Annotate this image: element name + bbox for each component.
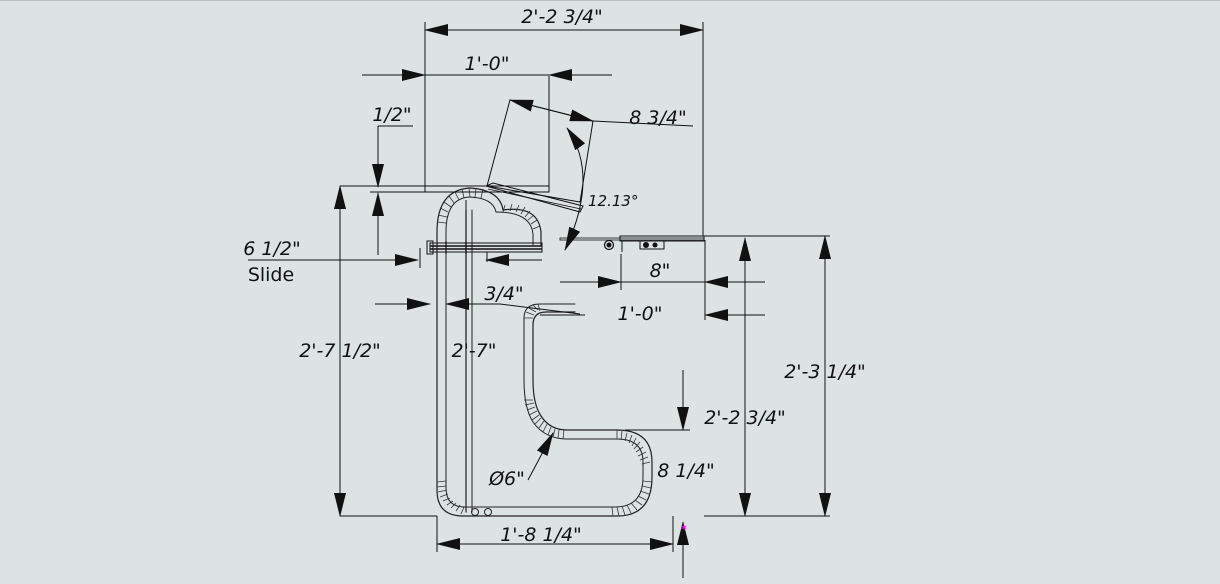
- label-overall-height: 2'-7 1/2": [299, 340, 381, 362]
- dim-diameter-leader: [527, 432, 554, 481]
- side-arm-tube-2: [559, 237, 705, 241]
- slide-rail-body: [429, 242, 543, 253]
- label-tube-diameter: Ø6": [488, 468, 525, 490]
- label-base-width: 1'-8 1/4": [500, 524, 582, 546]
- hatch-top-loop: [436, 187, 484, 224]
- hatch-bottom-right: [611, 480, 653, 517]
- dim-tilted-back-leader: [592, 120, 694, 127]
- slide-rail: [426, 240, 543, 255]
- side-arm-knob-dot-1: [643, 242, 649, 248]
- side-arm-knob-dot-2: [652, 242, 658, 248]
- label-tilt-angle: 12.13°: [588, 192, 638, 210]
- tilted-back-rect: [486, 99, 594, 203]
- label-side-rail-length: 8": [650, 260, 671, 282]
- side-arm-pivot-core: [606, 242, 612, 248]
- hatch-mid-left: [524, 399, 565, 440]
- label-tilted-back: 8 3/4": [629, 107, 686, 129]
- label-right-height: 2'-3 1/4": [784, 361, 866, 383]
- hatch-mid-right: [616, 430, 651, 465]
- bottom-fastener-1: [471, 508, 479, 516]
- tube-inner-edge: [445, 231, 644, 508]
- label-overall-top-width: 2'-2 3/4": [521, 6, 603, 28]
- slide-rail-end: [426, 240, 434, 255]
- tube-right-loop-outer: [502, 208, 542, 246]
- side-arm-knob: [639, 240, 665, 250]
- hatch-upper-mid: [524, 303, 541, 319]
- tube-right-loop-inner: [495, 211, 534, 246]
- dim-tilted-back: [509, 99, 594, 122]
- bend-hatching: [436, 187, 653, 517]
- label-frame-offset: 3/4": [484, 283, 523, 305]
- tube-top-loop-outer: [436, 187, 504, 233]
- side-arm-pivot: [603, 239, 615, 251]
- label-step-height: 2'-2 3/4": [704, 407, 786, 429]
- tilted-plate: [484, 182, 584, 213]
- dim-angle-arc: [564, 127, 586, 251]
- dimension-lines: [248, 22, 831, 578]
- label-slide-length: 6 1/2": [243, 238, 300, 260]
- origin-marker: ✶: [680, 523, 688, 534]
- dim-frame-offset-leader: [499, 303, 581, 315]
- label-bend-height: 8 1/4": [657, 460, 714, 482]
- label-side-rail-reach: 1'-0": [618, 303, 663, 325]
- hatch-right-loop: [502, 203, 541, 230]
- tube-outer-edge: [436, 231, 653, 517]
- label-inner-height: 2'-7": [452, 340, 497, 362]
- bottom-fastener-2: [484, 508, 492, 516]
- label-half-inch: 1/2": [372, 104, 411, 126]
- hatch-bottom-left: [436, 480, 465, 515]
- label-slide: Slide: [248, 264, 294, 286]
- seat-assembly: [424, 76, 594, 213]
- side-arm: [559, 235, 705, 252]
- label-seat-width: 1'-0": [465, 53, 510, 75]
- dimension-labels: 2'-2 3/4" 1'-0" 1/2" 8 3/4" 12.13° 6 1/2…: [243, 6, 866, 546]
